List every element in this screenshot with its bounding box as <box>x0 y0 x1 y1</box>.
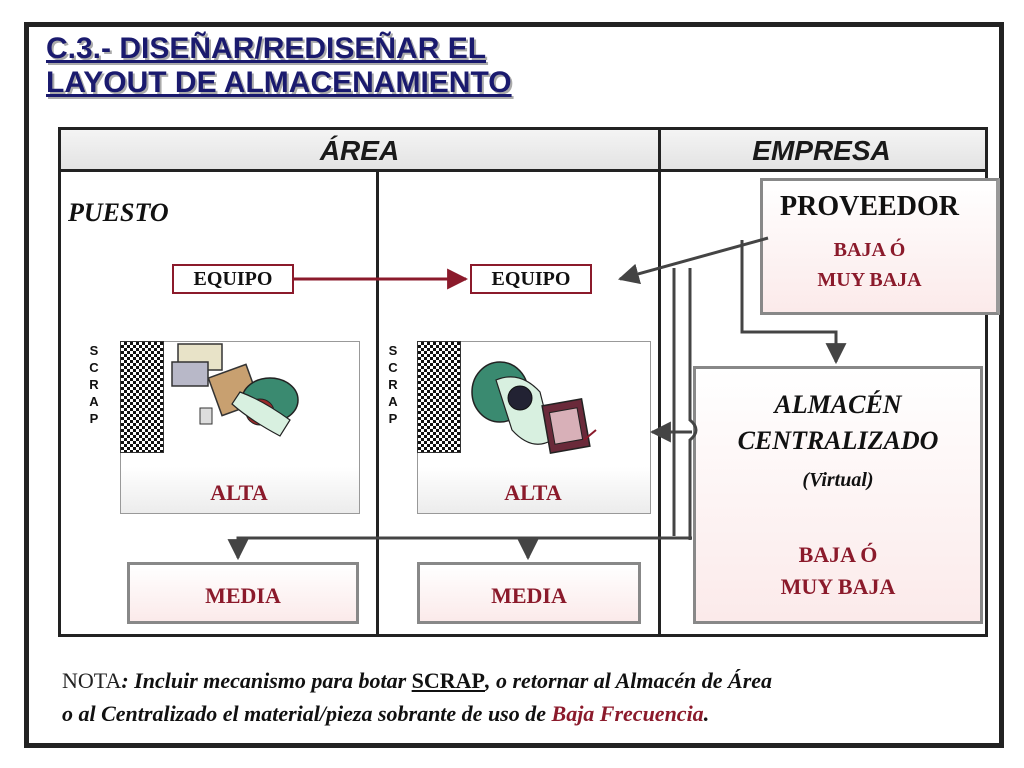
slide-frame <box>24 22 1004 748</box>
note-part-4: . <box>703 701 710 726</box>
slide-title: C.3.- DISEÑAR/REDISEÑAR EL LAYOUT DE ALM… <box>46 32 512 100</box>
almacen-subtitle: (Virtual) <box>802 469 874 491</box>
almacen-to-media-1-arrow <box>227 536 692 561</box>
note-scrap: SCRAP <box>411 668 485 693</box>
proveedor-to-equipo-arrow <box>617 236 769 285</box>
worker-icon-1 <box>171 343 299 437</box>
almacen-box: ALMACÉN CENTRALIZADO (Virtual) BAJA Ó MU… <box>693 366 983 624</box>
note-highlight: Baja Frecuencia <box>551 701 704 726</box>
media-box-1: MEDIA <box>127 562 359 624</box>
proveedor-to-almacen-arrow <box>740 240 847 365</box>
scrap-bin-2 <box>417 341 461 453</box>
note-label: NOTA <box>62 668 122 693</box>
header-area: ÁREA <box>61 130 658 172</box>
level-alta-2: ALTA <box>504 480 562 505</box>
worker-icon-2 <box>471 361 597 454</box>
note-part-2: , o retornar al Almacén de Área <box>485 668 773 693</box>
right-vertical-line-2 <box>688 268 698 540</box>
puesto-label: PUESTO <box>68 198 169 227</box>
level-alta-1: ALTA <box>210 480 268 505</box>
column-divider-1 <box>376 172 379 634</box>
equipo-box-2: EQUIPO <box>470 264 592 294</box>
column-divider-2 <box>658 130 661 634</box>
almacen-title: ALMACÉN CENTRALIZADO <box>737 390 939 455</box>
note-part-1: : Incluir mecanismo para botar <box>121 668 412 693</box>
proveedor-title: PROVEEDOR <box>780 191 959 222</box>
footnote: NOTA: Incluir mecanismo para botar SCRAP… <box>62 664 982 730</box>
layout-grid: ÁREA EMPRESA <box>58 127 988 637</box>
proveedor-box: PROVEEDOR BAJA Ó MUY BAJA <box>760 178 1000 315</box>
media-box-2: MEDIA <box>417 562 641 624</box>
almacen-level: BAJA Ó MUY BAJA <box>780 542 896 599</box>
scrap-bin-1 <box>120 341 164 453</box>
title-line-2: LAYOUT DE ALMACENAMIENTO <box>46 66 512 99</box>
header-empresa: EMPRESA <box>658 130 985 172</box>
note-part-3: o al Centralizado el material/pieza sobr… <box>62 701 552 726</box>
title-line-1: C.3.- DISEÑAR/REDISEÑAR EL <box>46 32 487 65</box>
equipo-box-1: EQUIPO <box>172 264 294 294</box>
proveedor-level: BAJA Ó MUY BAJA <box>817 239 922 291</box>
